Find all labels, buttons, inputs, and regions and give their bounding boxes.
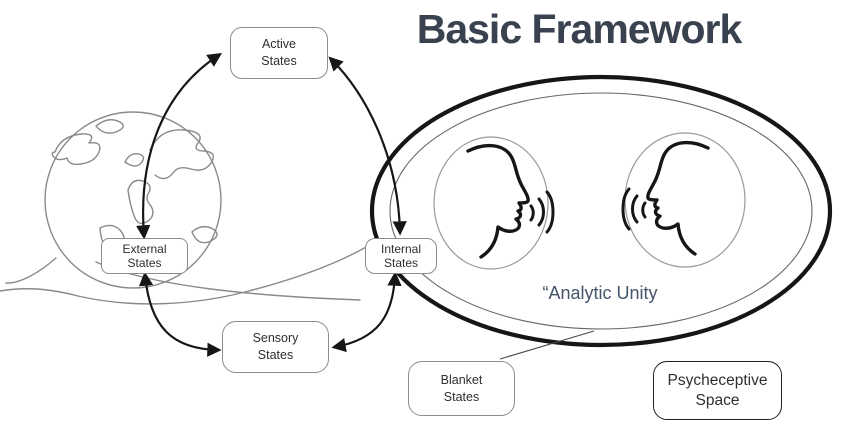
- analytic-unity-label: “Analytic Unity: [542, 283, 658, 303]
- arrow-sensory-external: [138, 271, 222, 357]
- node-psycheceptive-space: Psycheceptive Space: [653, 361, 782, 420]
- left-face-circle: [433, 136, 549, 270]
- speaking-profile-icon: [466, 143, 555, 259]
- node-active-states: Active States: [230, 27, 328, 79]
- node-internal-states: Internal States: [365, 238, 437, 274]
- node-label: Blanket: [440, 372, 483, 387]
- node-label: States: [383, 256, 419, 270]
- node-label: Psycheceptive: [667, 371, 768, 389]
- node-label: Active: [261, 37, 297, 51]
- node-label: States: [443, 389, 480, 404]
- node-external-states: External States: [101, 238, 188, 274]
- node-label: Space: [695, 391, 740, 409]
- node-sensory-states: Sensory States: [222, 321, 329, 373]
- page-title: Basic Framework: [416, 6, 743, 52]
- arrow-external-active: [136, 53, 222, 240]
- psycheceptive-space-ellipse: [369, 74, 833, 348]
- node-label: Sensory: [252, 331, 299, 345]
- node-label: External: [122, 241, 167, 256]
- node-label: States: [261, 54, 297, 68]
- arrow-active-internal: [328, 56, 407, 236]
- blanket-leader-line: [499, 330, 595, 360]
- node-blanket-states: Blanket States: [408, 361, 515, 416]
- speaking-profile-icon-mirrored: [621, 140, 710, 256]
- node-label: States: [257, 348, 294, 362]
- node-label: Internal: [380, 241, 422, 256]
- node-label: States: [127, 256, 162, 270]
- globe-icon: [0, 111, 369, 305]
- arrow-internal-sensory: [331, 271, 402, 353]
